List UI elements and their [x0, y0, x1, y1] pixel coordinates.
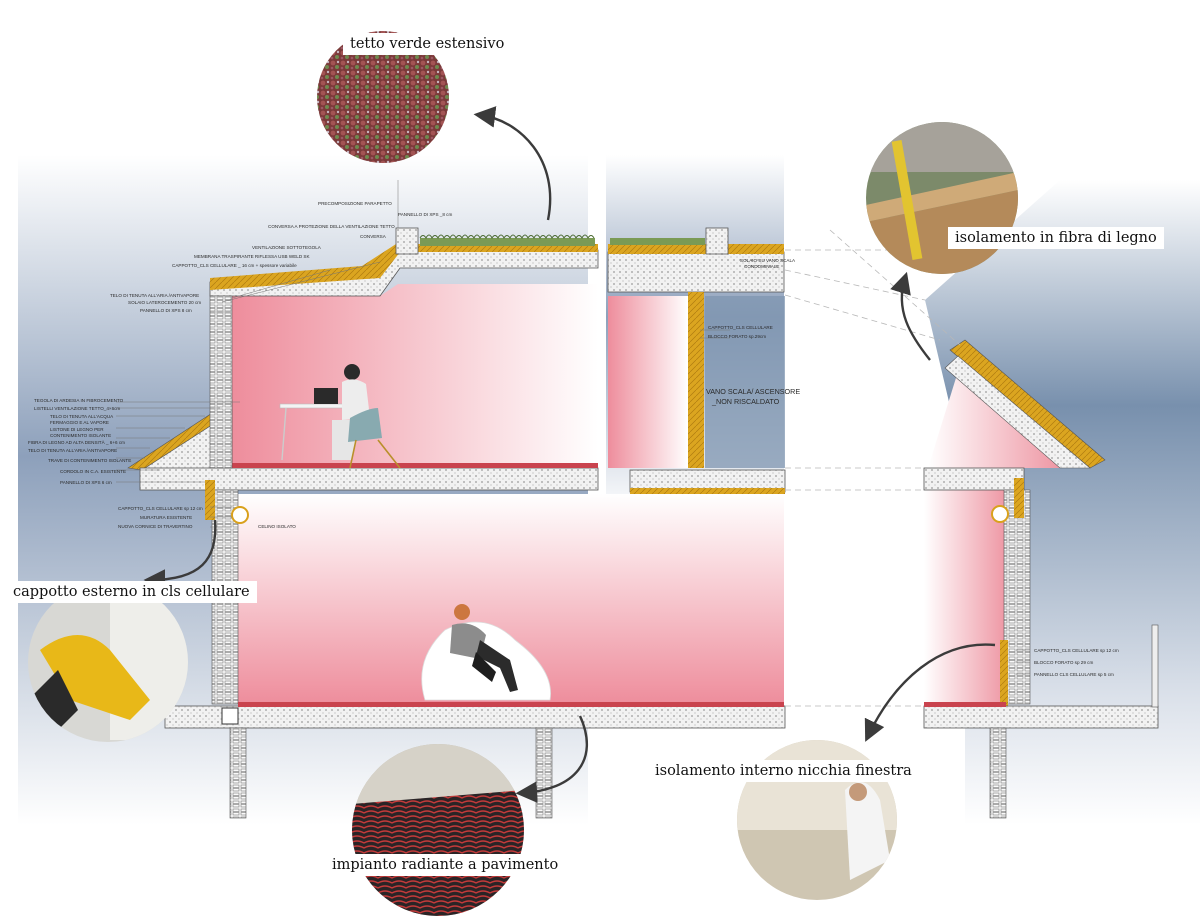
parapet [395, 227, 419, 255]
ann-vapour: TELO DI TENUTA ALL'ARIA /ANTIVAPORE [28, 448, 117, 453]
person-on-beanbag [421, 604, 551, 701]
right-ground-slab [923, 705, 1159, 729]
stair-wall-insulation [688, 292, 704, 468]
upper-room [232, 284, 598, 468]
green-roof [420, 238, 595, 246]
ann-stair-shaft-2: _NON RISCALDATO [711, 397, 780, 406]
upper-left-wall [209, 295, 233, 469]
mid-roof-slab [607, 251, 785, 293]
callout-ext-insulation: cappotto esterno in cls cellulare [6, 581, 257, 603]
roof-insulation [210, 244, 598, 290]
callout-floor-heating: impianto radiante a pavimento [325, 854, 566, 876]
arrow-window-niche [864, 643, 996, 742]
arrow-ext-insulation [143, 519, 217, 591]
foundation-right [989, 727, 1007, 819]
mid-parapet [705, 227, 729, 255]
ann-membrane: MEMBRANA TRASPIRANTE RIFLESSA USB WELD S… [194, 254, 310, 259]
person-at-desk [279, 364, 401, 469]
ann-existing-wall: MURATURA ESISTENTE [140, 515, 192, 520]
mid-roof-insulation [608, 244, 784, 254]
construction-lines [784, 229, 961, 707]
ann-cls-mid: CAPPOTTO_CLS CELLULARE [708, 325, 773, 330]
ann-stair-slab-2: CONDOMINIALE [744, 264, 779, 269]
right-roof-slab [944, 355, 1091, 469]
ann-xps: PANNELLO DI XPS 8 cm [140, 308, 192, 313]
wood-fiber-photo [866, 122, 1018, 274]
mid-floor-heating [232, 463, 598, 468]
ann-parapet: PRECOMPOSIZIONE PARAPETTO [318, 201, 392, 206]
foundation-left [229, 727, 247, 819]
ann-travertine: NUOVA CORNICE DI TRAVERTINO [118, 524, 193, 529]
callout-wood-fiber: isolamento in fibra di legno [948, 227, 1164, 249]
ann-wind-cloth: TELO DI TENUTA ALL'ARIA /ANTIVAPORE [110, 293, 199, 298]
right-floor-heating [924, 702, 1006, 707]
ann-slab: SOLAIO LATEROCEMENTO 20 cm [128, 300, 201, 305]
ann-beams: TRAVE DI CONTENIMENTO ISOLANTE [48, 458, 131, 463]
right-niche-insulation [1000, 640, 1008, 706]
lintel-detail [231, 506, 249, 524]
ground-floor-heating [238, 702, 784, 707]
mid-floor-right-insul [630, 488, 785, 494]
ann-right-block: BLOCCO FORATO sp 29 cm [1034, 660, 1093, 665]
ann-right-panel: PANNELLO CLS CELLULARE sp 5 cm [1034, 672, 1114, 677]
ann-lintel: CELINO ISOLATO [258, 524, 296, 529]
ann-under-tile: VENTILAZIONE SOTTOTEGOLA [252, 245, 322, 250]
right-lintel-detail [991, 505, 1009, 523]
ground-joint [221, 707, 239, 725]
right-room [924, 490, 1006, 704]
ann-cls-roof: CAPPOTTO_CLS CELLULARE _ 16 cm + spessor… [172, 263, 297, 268]
ann-flashing: CONVERSA [360, 234, 387, 239]
stair-shaft [705, 296, 785, 468]
ann-wood-battens-1: LISTONE DI LEGNO PER [50, 427, 104, 432]
ann-air-cloth-2: FERMAGGIO E AL VAPORE [50, 420, 109, 425]
ann-stair-shaft-1: VANO SCALA/ ASCENSORE [706, 387, 800, 396]
foundation-mid [535, 727, 553, 819]
ann-right-cls: CAPPOTTO_CLS CELLULARE sp 12 cm [1034, 648, 1119, 653]
ann-xps-6: PANNELLO DI XPS 6 cm [60, 480, 112, 485]
ann-flashing-vent: CONVERSA A PROTEZIONE DELLA VENTILAZIONE… [268, 224, 395, 229]
ann-block-mid: BLOCCO FORATO sp.29cm [708, 334, 766, 339]
ground-slab [164, 705, 786, 729]
arrow-floor-heating [515, 715, 589, 803]
right-floor [923, 467, 1025, 491]
ann-wood-battens-2: CONTENIMENTO ISOLANTE [50, 433, 111, 438]
ann-ring-beam: CORDOLO IN C.A. ESISTENTE [60, 469, 126, 474]
ann-xps-top: PANNELLO DI XPS _8 cm [398, 212, 452, 217]
floor-heating-photo [352, 744, 524, 916]
arrow-wood-fiber [890, 271, 931, 361]
right-attic [928, 365, 1060, 468]
ann-battens: LISTELLI VENTILAZIONE TETTO_4×6cm [34, 406, 120, 411]
ann-fiber: FIBRA DI LEGNO AD ALTA DENSITÀ _ 6+6 cm [28, 439, 125, 445]
ann-slate: TEGOLA DI ARDESIA IN FIBROCEMENTO [34, 398, 124, 403]
mid-green-roof [610, 238, 705, 245]
ann-air-cloth-1: TELO DI TENUTA ALL'ACQUA [50, 414, 114, 419]
leader-lines [116, 180, 1030, 675]
ann-cls-12: CAPPOTTO_CLS CELLULARE sp 12 cm [118, 506, 203, 511]
callout-window-niche: isolamento interno nicchia finestra [648, 760, 919, 782]
upper-room-right [608, 296, 688, 468]
ann-stair-slab-1: SOLAIO SU VANO SCALA [740, 258, 796, 263]
right-railing [1151, 624, 1159, 708]
callout-green-roof: tetto verde estensivo [343, 33, 512, 55]
arrow-green-roof [473, 106, 552, 221]
right-coat-insulation [1014, 478, 1024, 518]
left-coat-insulation [205, 480, 215, 520]
